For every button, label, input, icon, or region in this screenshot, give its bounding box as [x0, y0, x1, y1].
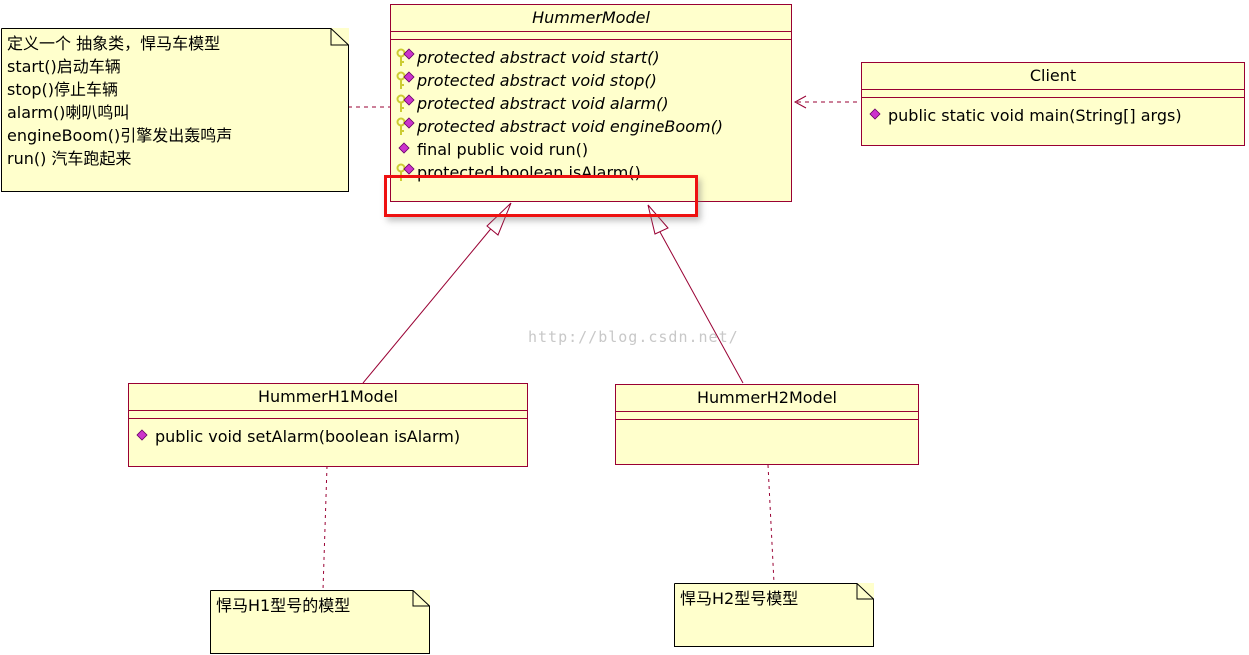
- note-line: engineBoom()引擎发出轰鸣声: [7, 126, 233, 145]
- operation-label: protected abstract void alarm(): [417, 94, 669, 113]
- note-frame: [1, 28, 349, 192]
- note-anchor-h2: [767, 464, 775, 584]
- highlight-box: [384, 175, 698, 217]
- operations-compartment: public static void main(String[] args): [862, 98, 1244, 127]
- note-text: 定义一个 抽象类，悍马车模型 start()启动车辆 stop()停止车辆 alarm…: [7, 32, 232, 170]
- key-diamond-icon: [395, 93, 417, 114]
- note-abstract-class[interactable]: 定义一个 抽象类，悍马车模型 start()启动车辆 stop()停止车辆 alarm…: [1, 28, 349, 192]
- operation-row[interactable]: protected abstract void start(): [395, 46, 791, 69]
- operation-row[interactable]: final public void run(): [395, 138, 791, 161]
- class-name: HummerH1Model: [129, 384, 527, 411]
- key-diamond-icon: [395, 116, 417, 137]
- note-line: run() 汽车跑起来: [7, 149, 132, 168]
- note-line: start()启动车辆: [7, 57, 121, 76]
- operation-label: final public void run(): [417, 140, 589, 159]
- operations-compartment: public void setAlarm(boolean isAlarm): [129, 419, 527, 448]
- operation-label: public void setAlarm(boolean isAlarm): [155, 427, 461, 446]
- operation-row[interactable]: protected abstract void engineBoom(): [395, 115, 791, 138]
- attributes-compartment: [391, 32, 791, 40]
- note-frame: [674, 583, 874, 647]
- class-hummer-h2-model[interactable]: HummerH2Model: [615, 384, 919, 465]
- note-h2-model[interactable]: 悍马H2型号模型: [674, 583, 874, 647]
- operation-row[interactable]: public static void main(String[] args): [866, 104, 1244, 127]
- operation-label: protected abstract void engineBoom(): [417, 117, 724, 136]
- note-frame: [210, 590, 430, 654]
- attributes-compartment: [129, 411, 527, 419]
- note-line: 定义一个 抽象类，悍马车模型: [7, 34, 221, 53]
- attributes-compartment: [616, 412, 918, 420]
- note-h1-model[interactable]: 悍马H1型号的模型: [210, 590, 430, 654]
- generalization-line-h2: [659, 231, 744, 384]
- class-client[interactable]: Client public static void main(String[] …: [861, 62, 1245, 146]
- class-hummer-model[interactable]: HummerModel protected abstract void star…: [390, 4, 792, 202]
- key-diamond-icon: [395, 70, 417, 91]
- operation-row[interactable]: protected abstract void stop(): [395, 69, 791, 92]
- magenta-diamond-icon: [133, 427, 155, 447]
- note-anchor-h1: [322, 465, 328, 591]
- operations-compartment: protected abstract void start() protected…: [391, 40, 791, 184]
- magenta-diamond-icon: [395, 140, 417, 160]
- note-line: alarm()喇叭鸣叫: [7, 103, 130, 122]
- class-hummer-h1-model[interactable]: HummerH1Model public void setAlarm(boole…: [128, 383, 528, 467]
- note-line: stop()停止车辆: [7, 80, 119, 99]
- key-diamond-icon: [395, 47, 417, 68]
- generalization-line-h1: [362, 224, 495, 384]
- attributes-compartment: [862, 90, 1244, 98]
- class-name: HummerModel: [391, 5, 791, 32]
- watermark: http://blog.csdn.net/: [528, 328, 739, 346]
- operation-label: protected abstract void stop(): [417, 71, 657, 90]
- operation-row[interactable]: protected abstract void alarm(): [395, 92, 791, 115]
- magenta-diamond-icon: [866, 106, 888, 126]
- note-text: 悍马H1型号的模型: [216, 596, 351, 615]
- dependency-arrowhead: [793, 95, 807, 109]
- operation-row[interactable]: public void setAlarm(boolean isAlarm): [133, 425, 527, 448]
- operations-compartment: [616, 420, 918, 426]
- note-text: 悍马H2型号模型: [680, 589, 799, 608]
- operation-label: public static void main(String[] args): [888, 106, 1182, 125]
- class-name: Client: [862, 63, 1244, 90]
- class-name: HummerH2Model: [616, 385, 918, 412]
- operation-label: protected abstract void start(): [417, 48, 660, 67]
